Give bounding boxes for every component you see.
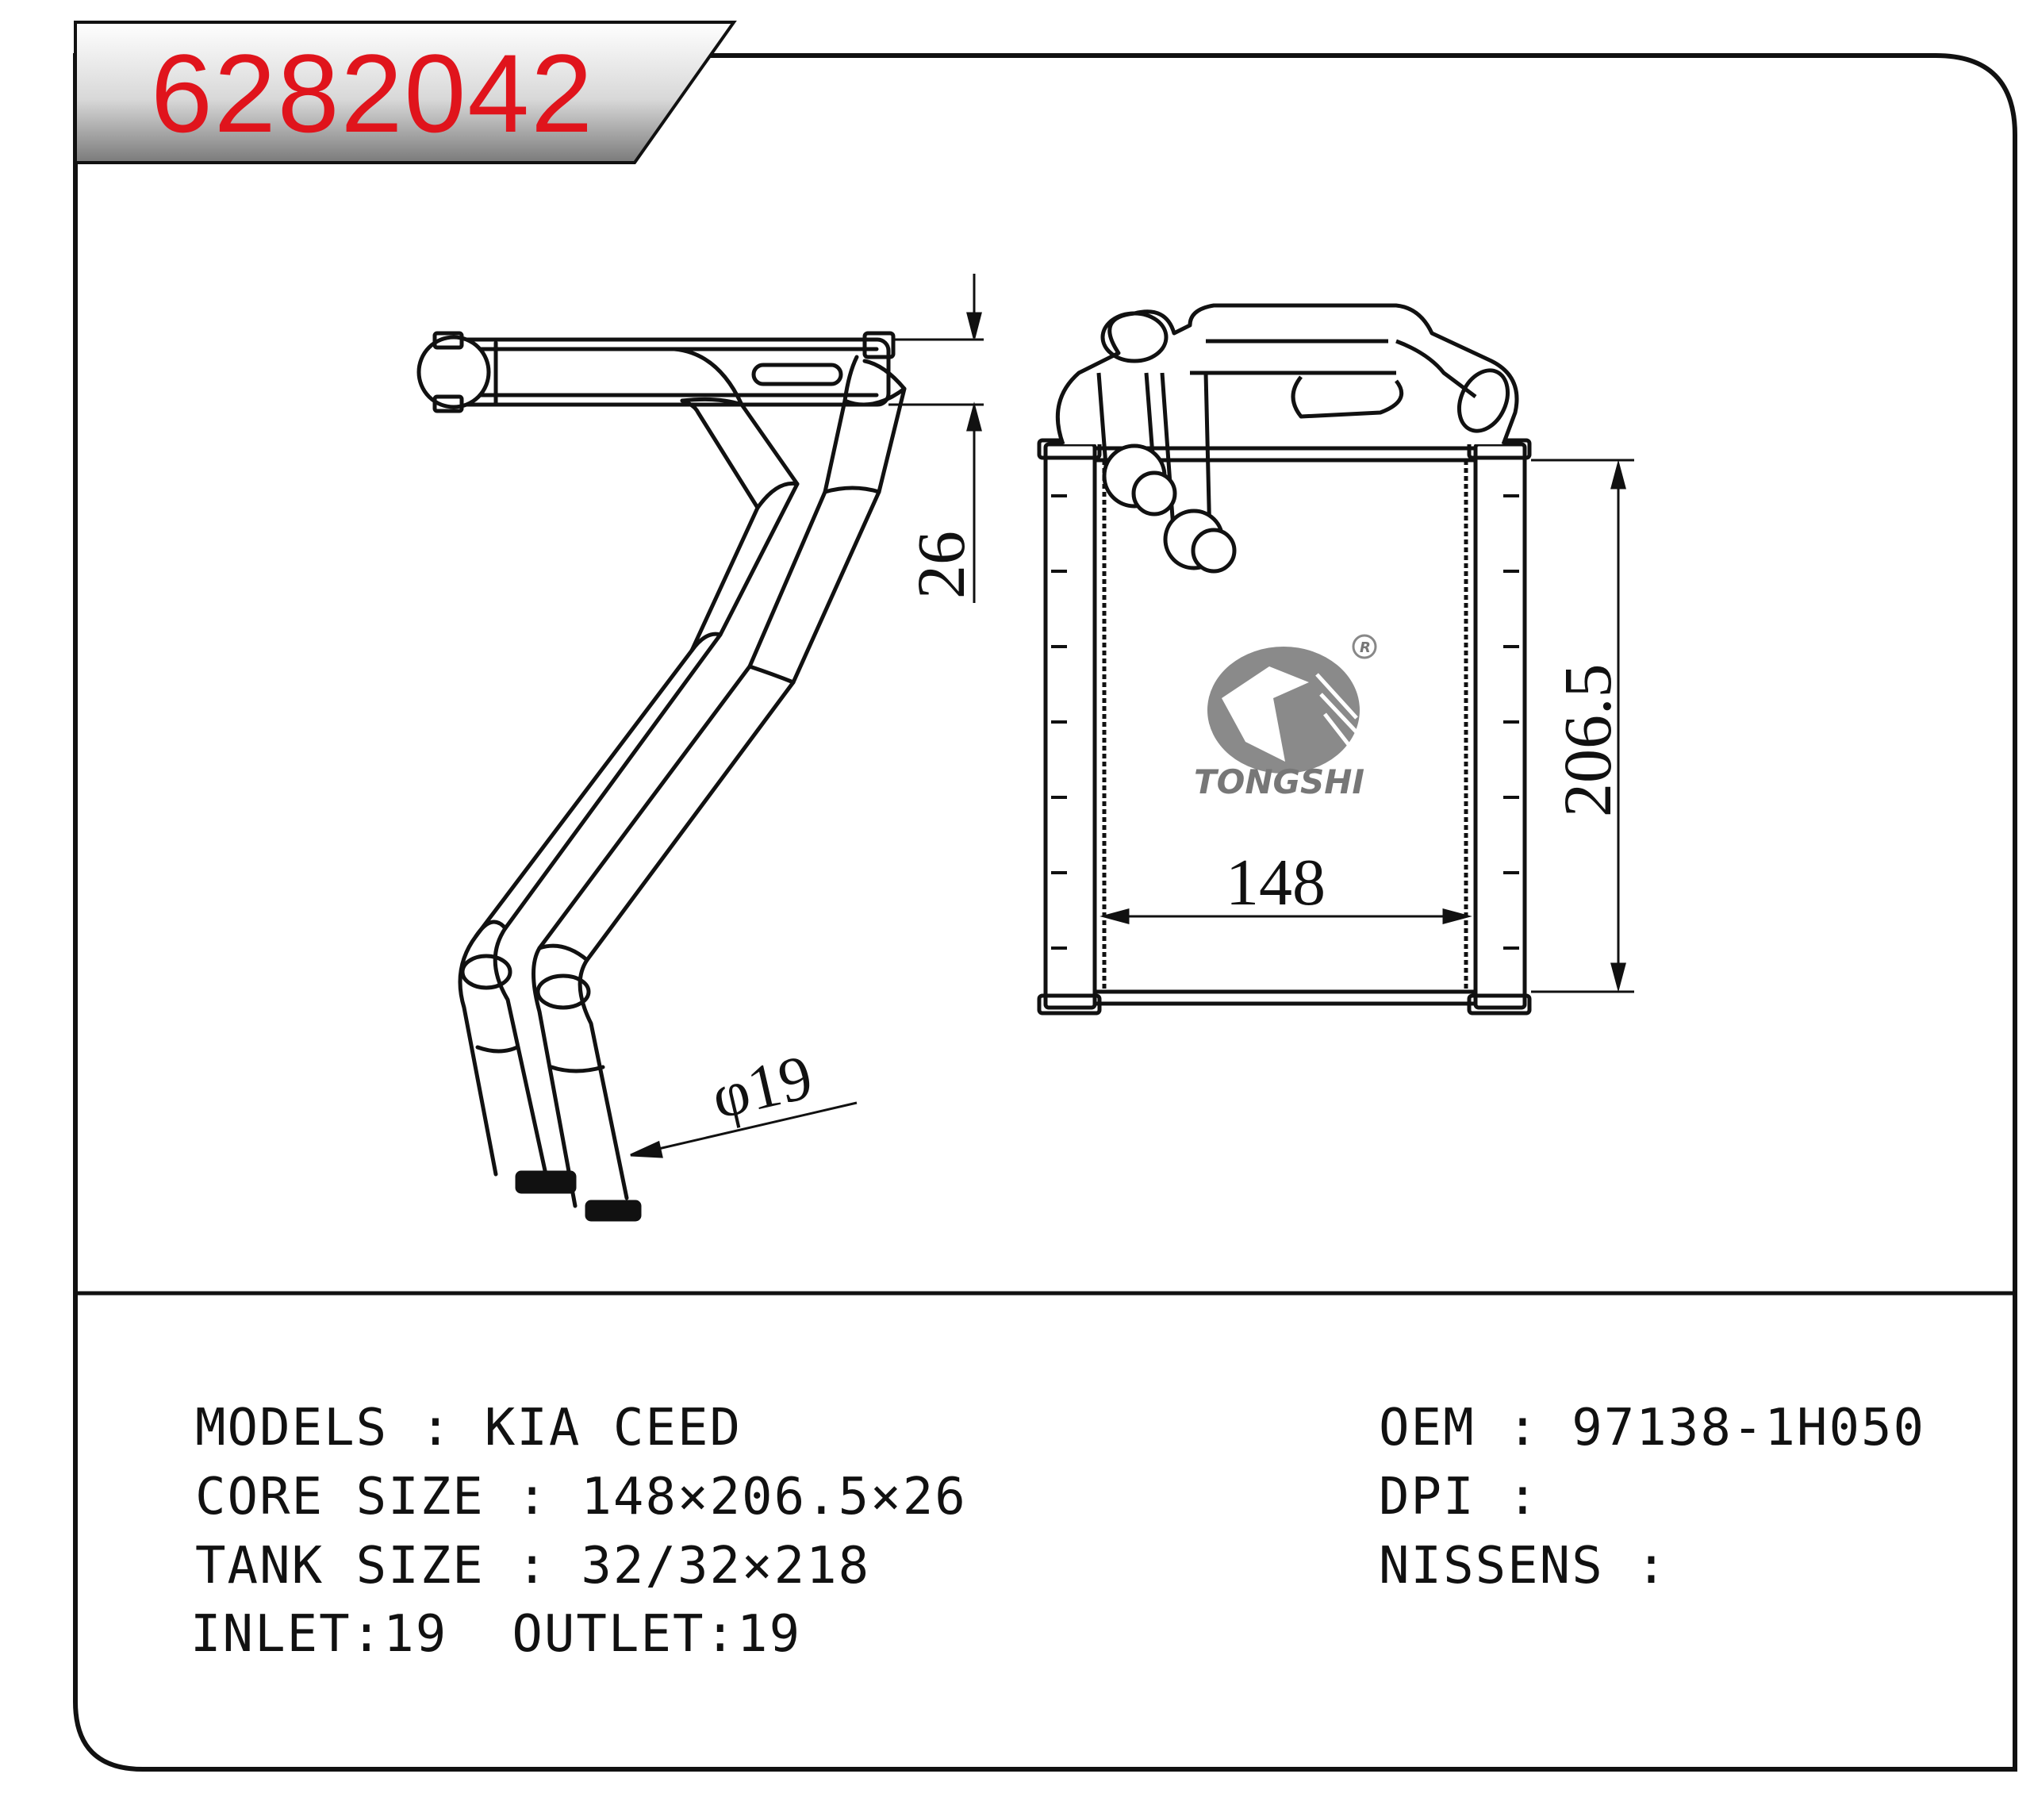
part-number-tab [74,21,737,164]
front-view [1037,303,1532,1016]
tank-size-line: TANK SIZE : 32/32×218 [195,1537,871,1595]
side-view [416,331,907,1222]
models-line: MODELS : KIA CEED [195,1399,743,1457]
dpi-line: DPI : [1379,1468,1540,1526]
width-dim-label: 148 [1226,846,1326,920]
left-tank [1043,442,1097,1010]
thickness-dimension [888,274,984,603]
thickness-dim-label: 26 [903,531,979,599]
height-dim-label: 206.5 [1549,664,1625,818]
sheet-frame [73,53,2017,1772]
registered-mark: R [1360,639,1371,656]
brand-wordmark: TONGSHI [1194,762,1364,801]
core [1092,446,1478,1006]
diameter-dim-label: φ19 [705,1042,819,1132]
core-size-line: CORE SIZE : 148×206.5×26 [195,1468,967,1526]
right-tank [1473,442,1527,1010]
height-dimension [1531,459,1634,993]
oem-line: OEM : 97138-1H050 [1379,1399,1926,1457]
nissens-line: NISSENS : [1379,1537,1668,1595]
part-number: 6282042 [151,31,595,156]
tongshi-logo: R [1207,634,1377,774]
diameter-leader [630,1101,858,1158]
width-dimension [1100,908,1472,924]
inlet-outlet-line: INLET:19 OUTLET:19 [190,1605,802,1664]
